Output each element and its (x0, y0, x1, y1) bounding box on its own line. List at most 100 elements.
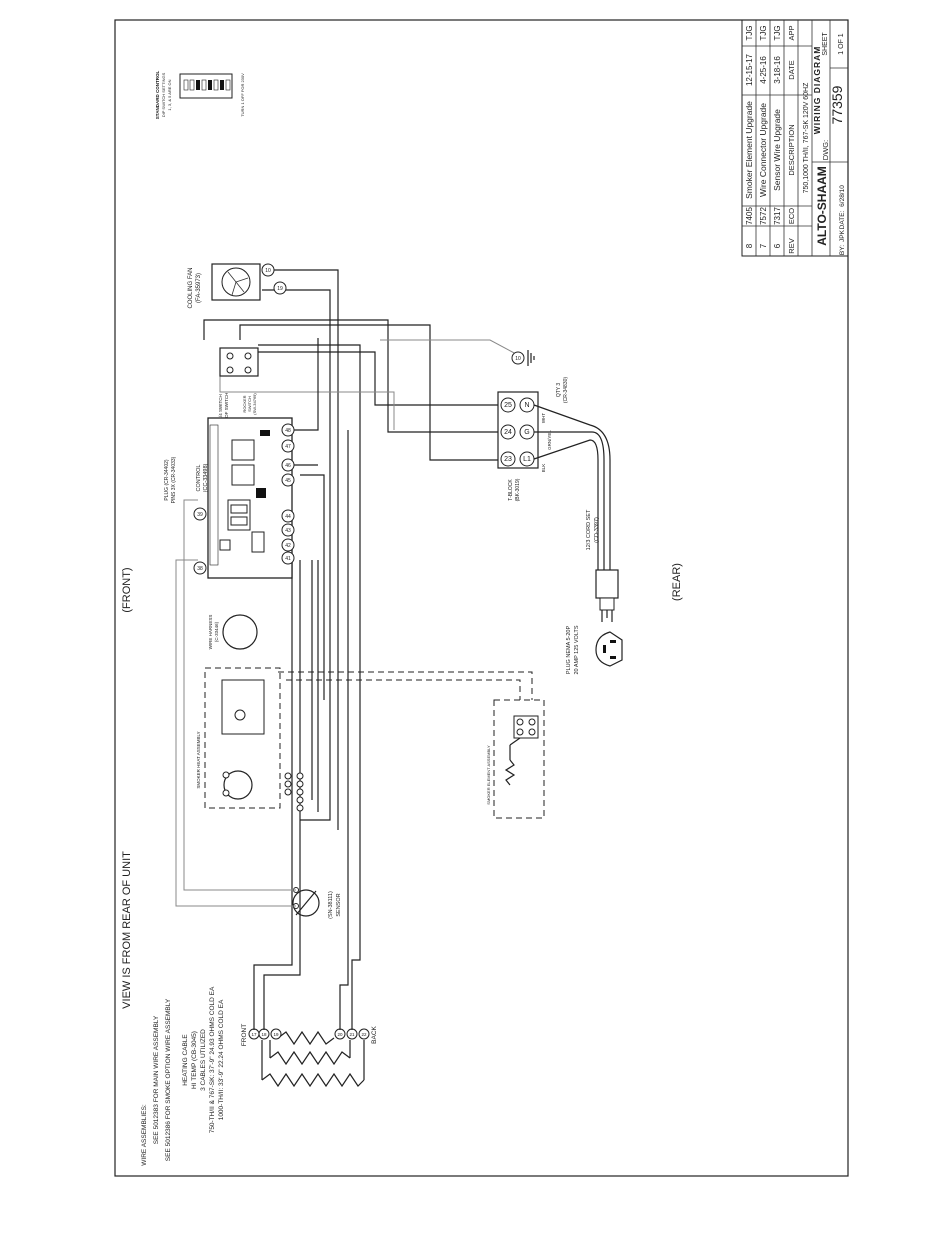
wire-grn: GRN/YEL (547, 430, 552, 450)
tblock-neutral: N (524, 402, 529, 409)
heating-cable-1000: 1000-TH/II: 33'-9" 22.24 OHMS COLD EA (218, 999, 225, 1120)
terminal-38: 38 (197, 566, 203, 572)
cord-set-label: 12/3 CORD SET (586, 509, 592, 550)
plug-nema-label: PLUG NEMA 5-20P (566, 626, 572, 675)
date-label: DATE: (839, 210, 846, 229)
terminal-h18: 18 (261, 1032, 267, 1037)
wiring (175, 269, 533, 1030)
dwg-label: DWG: (821, 140, 830, 160)
eco-6: 7317 (773, 207, 782, 225)
desc-7: Wire Connector Upgrade (758, 103, 768, 197)
cooling-fan: 10 19 COOLING FAN (FA-35973) (188, 263, 287, 309)
terminal-43: 43 (285, 528, 291, 534)
heating-element-3 (277, 1030, 335, 1046)
smoke-element-box (493, 699, 545, 819)
t-block: 25 24 23 N G L1 T-BLOCK (BK-3019) QTY 3 … (497, 350, 569, 501)
sheet-border (114, 19, 849, 1177)
t-block-part: (BK-3019) (515, 478, 521, 501)
app-7: TJG (759, 25, 768, 40)
rocker-switch-label: SWITCH (247, 396, 252, 412)
wire-assemblies-line1: SEE 5012383 FOR MAIN WIRE ASSEMBLY (153, 1015, 160, 1144)
control-board: CONTROL (CC-33498) PLUG (CR-34402) PINS … (164, 417, 295, 579)
eco-7: 7572 (759, 207, 768, 225)
tblock-ground: G (524, 429, 529, 436)
wire-assemblies-note: WIRE ASSEMBLIES: SEE 5012383 FOR MAIN WI… (141, 998, 172, 1166)
by-value: JPK (839, 229, 846, 242)
rear-label: (REAR) (671, 563, 683, 601)
std-control-title: STANDARD CONTROL (155, 71, 160, 120)
plug-face-icon (595, 631, 623, 667)
wire-blk: BLK (541, 464, 546, 473)
dip-230v-note: TURN 1 OFF FOR 230V (240, 73, 245, 117)
date-value: 6/28/10 (839, 185, 846, 207)
heating-terminals: 17 18 19 20 21 22 (248, 1028, 370, 1040)
by-label: BY: (839, 245, 846, 255)
control-label: CONTROL (196, 465, 202, 492)
tblock-terminal-24: 24 (504, 429, 512, 436)
terminal-h17: 17 (251, 1032, 257, 1037)
tblock-terminal-25: 25 (504, 402, 512, 409)
pins-part: PINS 3X (CR-34033) (171, 456, 177, 503)
date-8: 12-15-17 (745, 53, 754, 86)
desc-6: Sensor Wire Upgrade (772, 109, 782, 191)
dip-on-label: 1, 3, & 5 ARE ON (167, 79, 172, 110)
fan-terminal-10: 10 (265, 268, 271, 274)
model-line: 750,1000 TH/II, 767-SK 120V 60HZ (803, 82, 810, 193)
terminal-39: 39 (197, 512, 203, 518)
sheet-value: 1 OF 1 (838, 33, 845, 55)
smoker-heat-label: SMOKER HEAT ASSEMBLY (196, 731, 201, 788)
plug-icon (595, 569, 619, 599)
back-end-label: BACK (371, 1025, 378, 1043)
sheet-label: SHEET (822, 32, 829, 56)
heating-cable-qty: 3 CABLES UTILIZED (200, 1029, 207, 1091)
terminal-41: 41 (285, 556, 291, 562)
qty-label: QTY 3 (556, 383, 562, 398)
heating-cable-title: HEATING CABLE (182, 1034, 189, 1086)
header-date: DATE (787, 60, 796, 79)
terminal-47: 47 (285, 444, 291, 450)
rocker-switch: TOP 1/4 SWITCH BACK OF SWITCH ROCKER SWI… (218, 347, 259, 432)
rocker-label: ROCKER (242, 395, 247, 412)
cord-set: WHT GRN/YEL BLK 12/3 CORD SET (CD-3397) … (533, 404, 623, 675)
control-terminals: 39 38 48 47 46 45 44 43 42 41 (193, 423, 295, 575)
terminal-h20: 20 (337, 1032, 343, 1037)
wire-assemblies-title: WIRE ASSEMBLIES: (141, 1104, 148, 1166)
company-logo: ALTO-SHAAM (815, 166, 829, 246)
sensor-label: SENSOR (336, 893, 342, 916)
tblock-terminal-23: 23 (504, 456, 512, 463)
dip-settings-label: DIP SWITCH SETTINGS (161, 72, 166, 117)
terminal-h19: 19 (273, 1032, 279, 1037)
smoker-option: SMOKER HEAT ASSEMBLY SMOKER ELEMENT ASSE… (196, 667, 545, 819)
terminal-44: 44 (285, 514, 291, 520)
header-rev: REV (787, 238, 796, 253)
terminal-48: 48 (285, 428, 291, 434)
standard-control-dip: STANDARD CONTROL DIP SWITCH SETTINGS 1, … (155, 71, 245, 120)
smoker-heat-box (204, 667, 281, 809)
wire-harness: WIRE HARNESS (C-33446) (208, 614, 258, 650)
smoke-element-label: SMOKER ELEMENT ASSEMBLY (486, 745, 491, 805)
heating-cable-750: 750-TH/II & 767-SK: 37'-9" 24.93 OHMS CO… (209, 986, 216, 1133)
ground-terminal: 10 (515, 356, 521, 362)
cord-set-part: (CD-3397) (594, 517, 600, 543)
rev-8: 8 (745, 243, 754, 248)
date-6: 3-18-16 (773, 56, 782, 84)
wire-harness-part: (C-33446) (214, 621, 219, 642)
view-label: VIEW IS FROM REAR OF UNIT (121, 851, 133, 1009)
top-switch-label: TOP 1/4 SWITCH (218, 394, 223, 430)
back-of-switch-label: BACK OF SWITCH (224, 393, 229, 432)
header-app: APP (787, 25, 796, 40)
app-6: TJG (773, 25, 782, 40)
heating-cable: HEATING CABLE HI TEMP (CB-3045) 3 CABLES… (182, 986, 378, 1133)
app-8: TJG (745, 25, 754, 40)
cooling-fan-label: COOLING FAN (188, 267, 194, 308)
date-7: 4-25-16 (759, 56, 768, 84)
rev-6: 6 (773, 243, 782, 248)
desc-8: Smoker Element Upgrade (744, 101, 754, 199)
wire-harness-label: WIRE HARNESS (208, 615, 213, 650)
plug-part: PLUG (CR-34402) (164, 459, 170, 500)
sensor-part-number: (SN-38111) (328, 891, 334, 919)
terminal-46: 46 (285, 463, 291, 469)
drawing-title: WIRING DIAGRAM (812, 46, 822, 135)
wire-assemblies-line2: SEE 5012386 FOR SMOKE OPTION WIRE ASSEMB… (165, 998, 172, 1161)
